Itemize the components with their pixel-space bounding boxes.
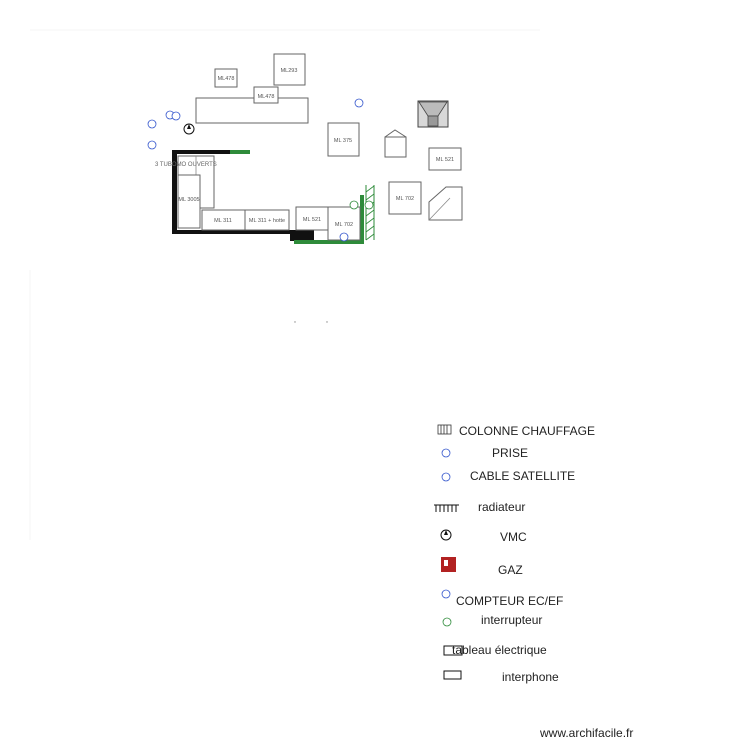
svg-text:ML 702: ML 702	[335, 222, 353, 228]
legend-electrical-panel: tableau électrique	[443, 643, 547, 657]
module-ml521b[interactable]: ML 521	[295, 206, 329, 231]
svg-text:COMPTEUR EC/EF: COMPTEUR EC/EF	[456, 594, 563, 608]
sink-unit[interactable]	[417, 100, 449, 128]
interphone-icon	[443, 670, 462, 680]
legend-interphone: interphone	[443, 670, 559, 684]
radiator-icon	[434, 504, 459, 512]
small-cabinet[interactable]	[384, 129, 407, 158]
legend-meter: COMPTEUR EC/EF	[441, 589, 563, 608]
module-ml311[interactable]: ML 311	[201, 209, 246, 231]
meter-icon	[441, 589, 451, 599]
switch-icon	[442, 617, 452, 627]
module-ml478a[interactable]: ML478	[214, 68, 238, 88]
vmc-icon[interactable]	[183, 123, 195, 135]
legend-socket: PRISE	[441, 446, 528, 460]
satellite-cable-icon	[441, 472, 451, 482]
module-ml702a[interactable]: ML 702	[388, 181, 422, 215]
module-ml375[interactable]: ML 375	[327, 122, 360, 157]
socket-icon	[441, 448, 451, 458]
gas-icon	[441, 557, 456, 572]
svg-text:radiateur: radiateur	[478, 500, 525, 514]
svg-text:interphone: interphone	[502, 670, 559, 684]
svg-text:tableau électrique: tableau électrique	[452, 643, 547, 657]
tubomo-note: 3 TUBOMO OUVERTS	[155, 162, 217, 168]
module-ml3005[interactable]: ML 3005	[177, 174, 201, 229]
svg-text:ML 311 + hotte: ML 311 + hotte	[249, 218, 285, 224]
grid-background	[29, 29, 540, 540]
legend-switch: interrupteur	[442, 613, 542, 627]
legend-vmc: VMC	[440, 529, 527, 544]
svg-text:ML 521: ML 521	[303, 217, 321, 223]
svg-text:interrupteur: interrupteur	[481, 613, 542, 627]
plan-dots	[294, 321, 328, 323]
svg-text:GAZ: GAZ	[498, 563, 523, 577]
module-ml478b[interactable]: ML478	[253, 86, 279, 104]
module-ml521a[interactable]: ML 521	[428, 147, 462, 171]
counter-island[interactable]	[195, 97, 309, 124]
svg-text:ML 521: ML 521	[436, 157, 454, 163]
legend-radiator: radiateur	[434, 500, 525, 514]
svg-text:ML293: ML293	[281, 68, 298, 74]
svg-text:COLONNE CHAUFFAGE: COLONNE CHAUFFAGE	[459, 424, 595, 438]
svg-text:ML478: ML478	[258, 94, 275, 100]
module-ml311-hotte[interactable]: ML 311 + hotte	[244, 209, 290, 231]
electrical-panel-icon	[443, 645, 463, 656]
switch-icon[interactable]	[349, 200, 374, 210]
legend-gas: GAZ	[441, 557, 523, 577]
svg-text:ML 3005: ML 3005	[178, 197, 199, 203]
svg-text:ML478: ML478	[218, 76, 235, 82]
svg-text:ML 375: ML 375	[334, 138, 352, 144]
legend-heating-column: COLONNE CHAUFFAGE	[437, 424, 595, 438]
module-ml293[interactable]: ML293	[273, 53, 306, 86]
svg-text:PRISE: PRISE	[492, 446, 528, 460]
legend: COLONNE CHAUFFAGE PRISE CABLE SATELLITE …	[434, 424, 595, 684]
svg-text:ML 311: ML 311	[214, 218, 232, 224]
corner-unit[interactable]	[428, 186, 463, 221]
svg-text:ML 702: ML 702	[396, 196, 414, 202]
socket-icon[interactable]	[147, 98, 364, 242]
footer-website: www.archifacile.fr	[540, 726, 634, 740]
svg-text:CABLE SATELLITE: CABLE SATELLITE	[470, 469, 575, 483]
kitchen-walls	[172, 150, 375, 244]
legend-satellite: CABLE SATELLITE	[441, 469, 575, 483]
svg-text:VMC: VMC	[500, 530, 527, 544]
heating-column-icon	[437, 424, 452, 435]
